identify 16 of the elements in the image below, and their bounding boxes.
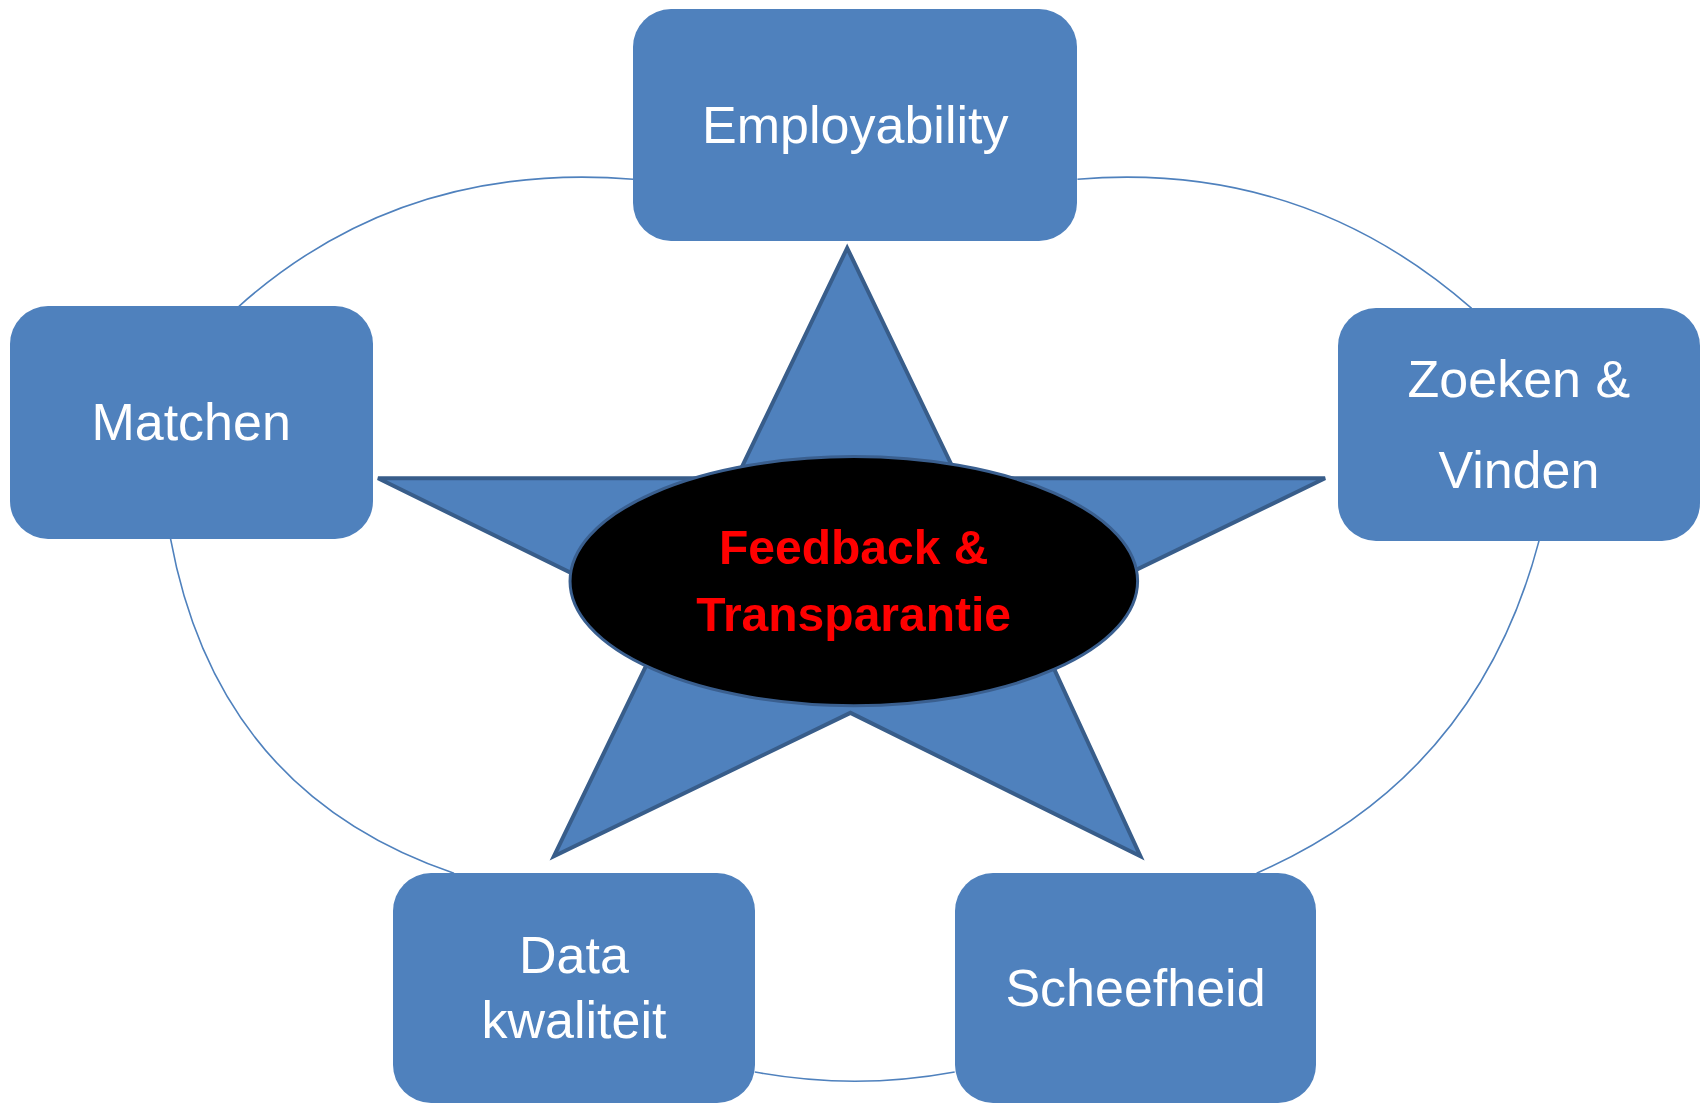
box-label: Matchen	[91, 392, 291, 454]
connector-arc	[169, 537, 455, 874]
box-label: Zoeken & Vinden	[1406, 348, 1632, 501]
box-label: Scheefheid	[1005, 958, 1266, 1020]
connector-arc	[238, 176, 634, 308]
topic-box	[633, 8, 1078, 242]
connector-arc	[1076, 176, 1473, 310]
connector-arc	[754, 1071, 956, 1082]
connector-arc	[1255, 540, 1540, 874]
box-label: Employability	[702, 94, 1009, 156]
center-label: Feedback & Transparantie	[695, 519, 1013, 644]
topic-box	[1338, 308, 1700, 541]
box-label: Data kwaliteit	[480, 925, 668, 1052]
topic-box	[393, 873, 755, 1103]
topic-box	[9, 306, 373, 539]
topic-box	[954, 873, 1317, 1103]
